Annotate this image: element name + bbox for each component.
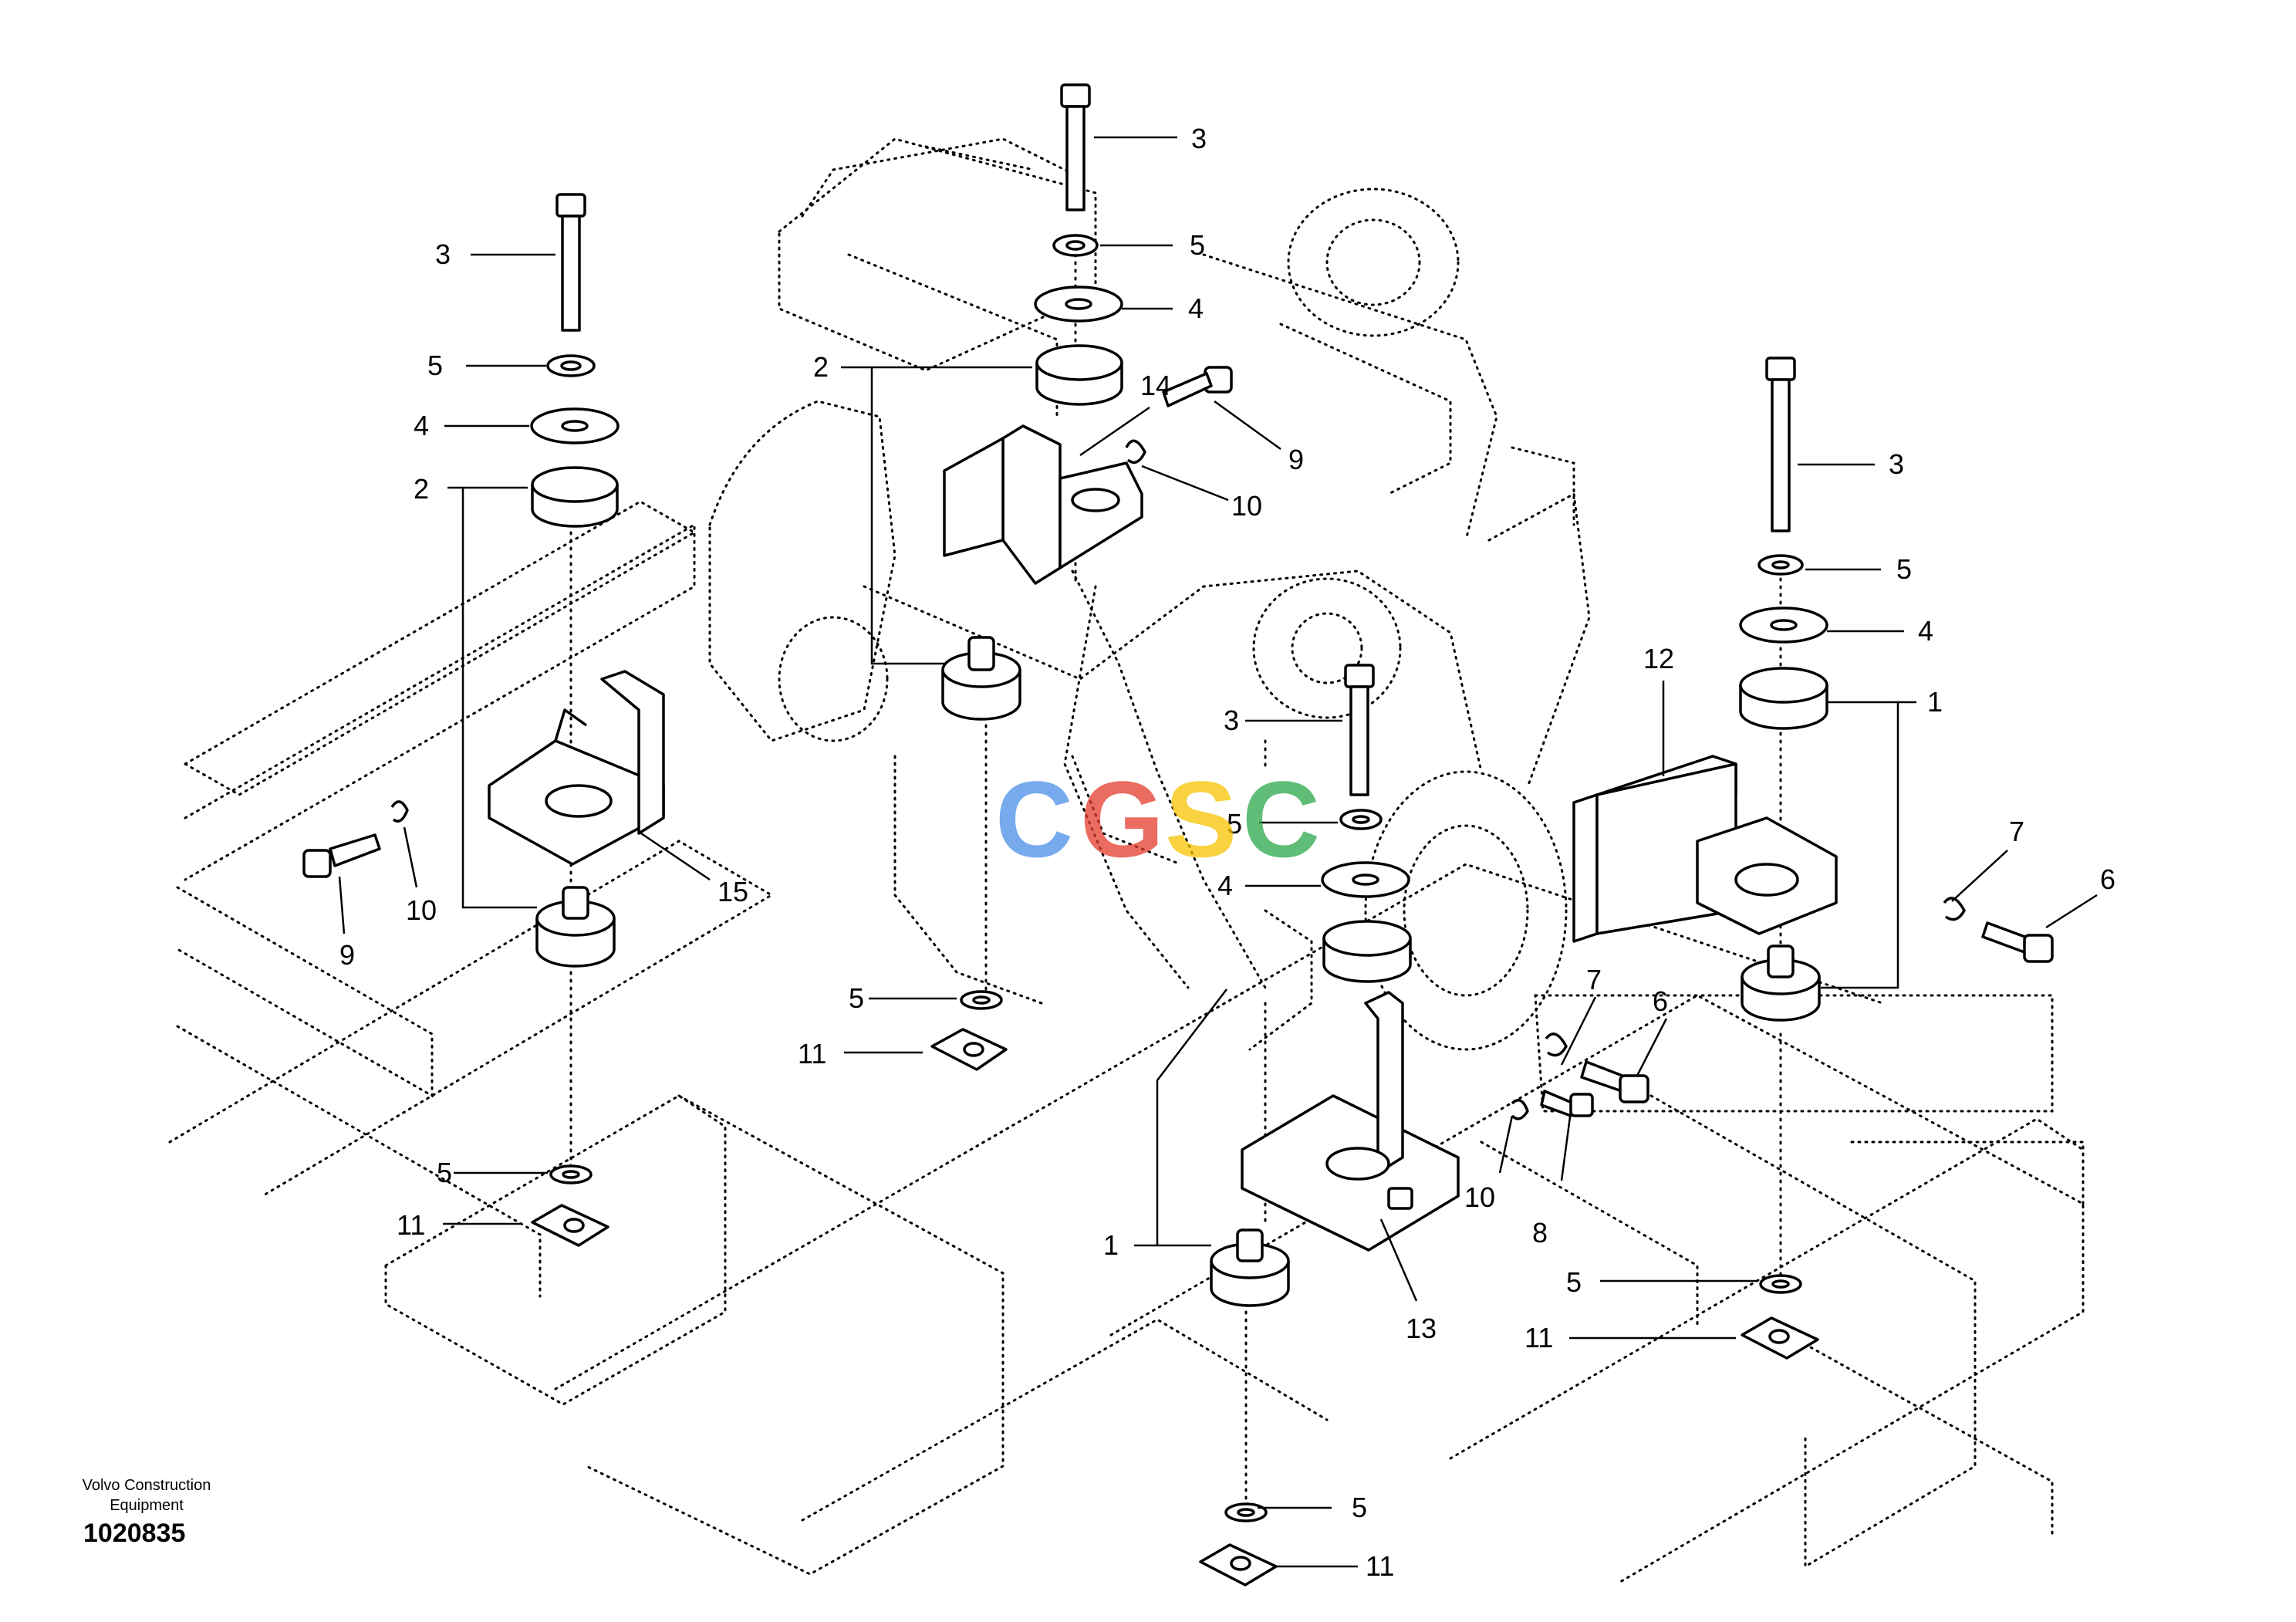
leader-lines: [338, 136, 2098, 1568]
washer-left: [546, 354, 596, 377]
bracket-right: [1572, 755, 1838, 943]
watermark-letter-4: C: [1242, 759, 1320, 880]
washer-right-bottom: [1759, 1274, 1802, 1294]
brand-caption: Volvo Construction Equipment: [62, 1475, 231, 1516]
callout-4-left: 4: [414, 410, 429, 441]
callout-1-centre: 1: [1103, 1229, 1119, 1261]
watermark: C G S C: [995, 759, 1320, 880]
clip-centre-left: [930, 1028, 1008, 1071]
callout-8: 8: [1532, 1217, 1548, 1249]
callout-10-left: 10: [406, 894, 437, 926]
callout-2-top: 2: [813, 351, 829, 383]
callout-1-right: 1: [1927, 686, 1943, 718]
callout-3-right: 3: [1889, 448, 1904, 480]
callout-12: 12: [1643, 643, 1674, 674]
bolt-right-side: [1981, 921, 2054, 963]
callout-10-centre: 10: [1464, 1181, 1495, 1213]
bolt-right: [1765, 357, 1796, 532]
callout-5-centre: 5: [1227, 808, 1242, 840]
clip-centre-bottom: [1199, 1543, 1278, 1587]
brand-line-1: Volvo Construction: [82, 1477, 211, 1494]
background-frame-outline: [168, 500, 2085, 1583]
callout-11-left: 11: [397, 1209, 425, 1241]
callout-4-right: 4: [1918, 615, 1933, 647]
spring-washer-right-side: [1943, 897, 1966, 921]
callout-3-left: 3: [435, 238, 451, 270]
flat-washer-right: [1739, 607, 1828, 644]
bolt-centre-side: [1540, 1090, 1594, 1117]
clip-right: [1741, 1316, 1819, 1360]
bolt-top-side: [1162, 366, 1233, 407]
callout-13: 13: [1406, 1313, 1437, 1344]
callout-5-centre-bottom: 5: [1352, 1492, 1367, 1523]
rubber-cushion-right-upper: [1739, 667, 1828, 730]
spring-washer-left-side: [390, 800, 409, 823]
rubber-cushion-right-lower: [1741, 944, 1821, 1022]
brand-line-2: Equipment: [110, 1497, 184, 1514]
callout-5-left: 5: [427, 350, 443, 381]
callout-10-top: 10: [1231, 490, 1262, 522]
callout-9-left: 9: [339, 939, 355, 971]
callout-11-centre-bottom: 11: [1366, 1550, 1394, 1582]
washer-centre-bottom: [1224, 1502, 1268, 1522]
callout-6-centre: 6: [1653, 985, 1668, 1017]
spring-washer-top-side: [1125, 439, 1146, 465]
flat-washer-centre: [1321, 861, 1410, 898]
callout-5-left-bottom: 5: [437, 1157, 452, 1188]
rubber-cushion-left-lower: [535, 886, 616, 968]
callout-4-centre: 4: [1217, 870, 1233, 901]
background-engine-outline: [708, 137, 1591, 1051]
watermark-letter-2: G: [1080, 759, 1164, 880]
bolt-left-side: [302, 833, 381, 878]
bolt-left: [555, 193, 586, 332]
bolt-centre: [1344, 664, 1375, 796]
rubber-cushion-top: [1035, 344, 1123, 406]
spring-washer-centre-side: [1511, 1099, 1529, 1120]
callout-2-left: 2: [414, 473, 429, 505]
callout-7-centre: 7: [1586, 964, 1602, 995]
rubber-cushion-left-upper: [531, 466, 619, 528]
watermark-letter-1: C: [995, 759, 1073, 880]
washer-centre-left: [960, 990, 1003, 1010]
callout-11-right: 11: [1524, 1322, 1553, 1353]
callout-5-right-bottom: 5: [1566, 1266, 1582, 1298]
callout-11-centre-left: 11: [798, 1038, 826, 1070]
callout-7-right: 7: [2009, 816, 2024, 847]
clip-left: [531, 1204, 609, 1247]
bracket-centre: [1241, 991, 1460, 1252]
bracket-left: [488, 670, 665, 866]
flat-washer-top: [1034, 286, 1123, 323]
callout-labels: 3 5 4 2 14 9 10 3 5 4 2 9 10 15 5 11 5 1…: [339, 123, 2115, 1582]
callout-14: 14: [1140, 370, 1171, 401]
callout-5-centre-left: 5: [849, 982, 864, 1014]
callout-15: 15: [718, 876, 748, 907]
callout-3-centre: 3: [1224, 705, 1239, 736]
washer-left-bottom: [549, 1164, 593, 1184]
watermark-letter-3: S: [1165, 759, 1237, 880]
callout-5-right: 5: [1896, 553, 1912, 585]
bracket-top: [943, 424, 1143, 585]
parts: [302, 83, 2054, 1587]
callout-6-right: 6: [2100, 863, 2115, 895]
flat-washer-left: [530, 407, 620, 444]
bolt-top: [1060, 83, 1091, 211]
rubber-cushion-centre-lower: [1210, 1228, 1290, 1307]
callout-9-top: 9: [1288, 444, 1304, 475]
bolt-centre-side-2: [1580, 1060, 1649, 1103]
callout-4-top: 4: [1188, 292, 1204, 324]
document-number: 1020835: [83, 1519, 186, 1548]
washer-centre: [1339, 809, 1383, 830]
washer-top: [1052, 234, 1099, 257]
spring-washer-centre-side-2: [1545, 1032, 1568, 1057]
rubber-cushion-centre-left: [941, 636, 1021, 721]
washer-right: [1757, 554, 1804, 576]
callout-3-top: 3: [1191, 123, 1207, 154]
callout-5-top: 5: [1190, 229, 1205, 261]
rubber-cushion-centre: [1322, 920, 1412, 983]
